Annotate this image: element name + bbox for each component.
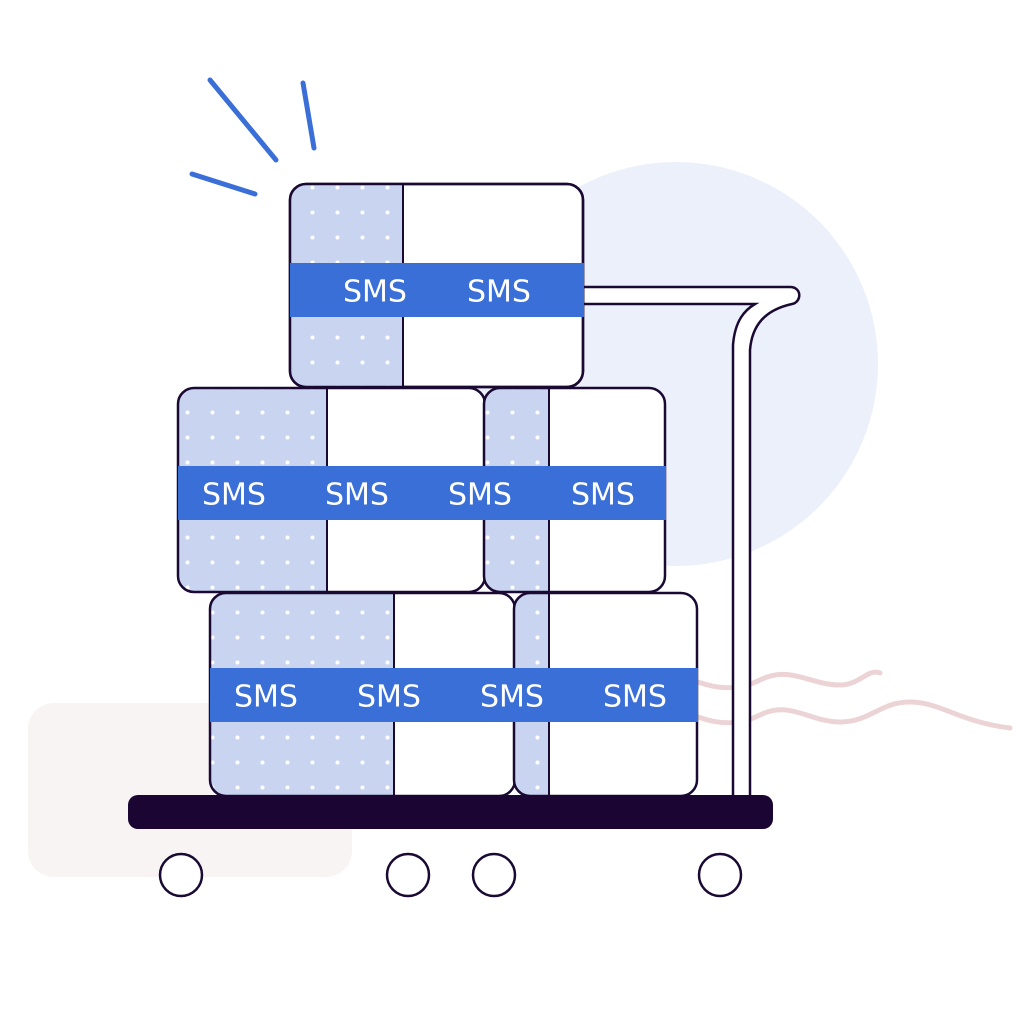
sms-label: SMS <box>325 478 389 513</box>
sms-label: SMS <box>603 680 667 715</box>
cart-wheels <box>158 852 743 898</box>
sms-label: SMS <box>448 478 512 513</box>
sms-band <box>210 668 698 722</box>
cart-base <box>128 795 773 829</box>
burst-icon <box>189 77 317 197</box>
sms-label: SMS <box>467 275 531 310</box>
sms-band <box>178 466 666 520</box>
cart-handle <box>581 285 801 799</box>
sms-label: SMS <box>357 680 421 715</box>
sms-label: SMS <box>480 680 544 715</box>
wheel-icon <box>385 852 431 898</box>
wheel-icon <box>471 852 517 898</box>
sms-label: SMS <box>343 275 407 310</box>
wave-line-top <box>695 669 883 691</box>
box-top: SMS SMS <box>288 182 585 389</box>
wheel-icon <box>697 852 743 898</box>
sms-band <box>290 263 584 317</box>
wheel-icon <box>158 852 204 898</box>
sms-label: SMS <box>202 478 266 513</box>
sms-label: SMS <box>234 680 298 715</box>
sms-label: SMS <box>571 478 635 513</box>
